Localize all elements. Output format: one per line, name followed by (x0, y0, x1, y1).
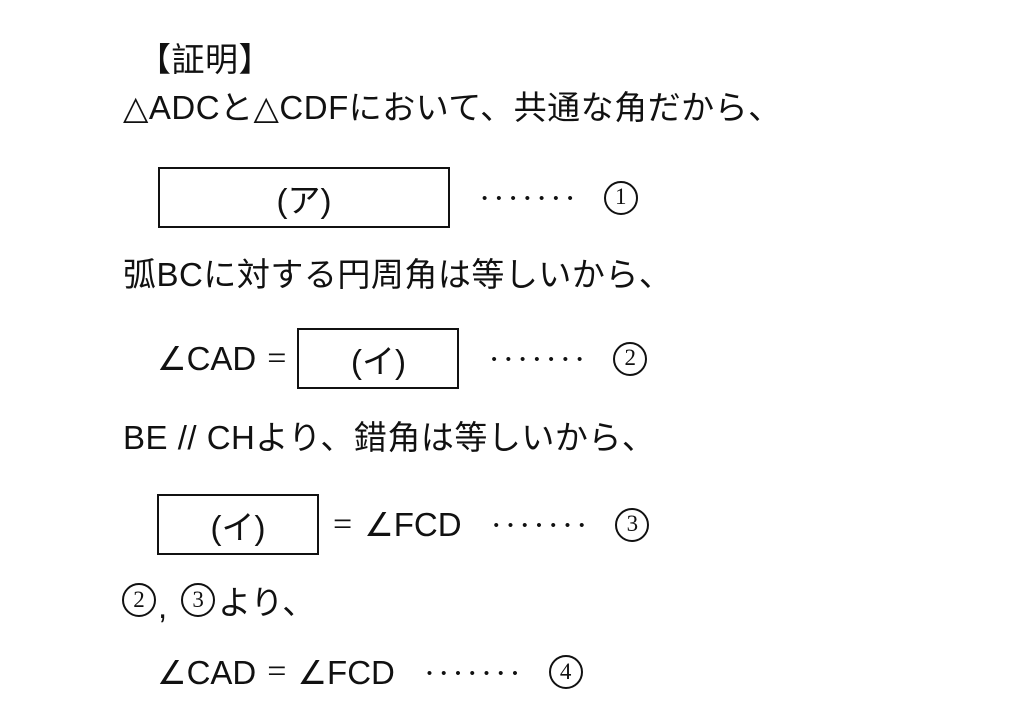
leader-dots: ••••••• (493, 517, 594, 534)
equals-sign: = (267, 653, 287, 690)
proof-step-2: ∠CAD = (イ) ••••••• 2 (157, 328, 648, 389)
proof-refs-line: 2 , 3 より、 (122, 581, 315, 623)
proof-step-3: (イ) = ∠FCD ••••••• 3 (157, 494, 650, 555)
step-4-lhs: ∠CAD (157, 653, 257, 691)
leader-dots: ••••••• (426, 664, 527, 682)
step-3-rhs: ∠FCD (364, 506, 462, 543)
proof-arc-line: 弧BCに対する円周角は等しいから、 (123, 256, 673, 293)
proof-step-1: (ア) ••••••• 1 (158, 167, 638, 228)
answer-box-a: (ア) (158, 167, 450, 228)
step-2-lhs: ∠CAD (157, 340, 257, 377)
answer-box-i-label: (イ) (350, 342, 406, 380)
refs-tail-text: より、 (218, 584, 316, 621)
proof-step-4: ∠CAD = ∠FCD ••••••• 4 (157, 651, 583, 693)
circled-number-2: 2 (613, 341, 648, 376)
circled-number-1: 1 (603, 180, 638, 215)
leader-dots: ••••••• (482, 190, 582, 207)
circled-number-3: 3 (615, 507, 650, 542)
proof-parallel-line: BE // CHより、錯角は等しいから、 (123, 419, 656, 456)
proof-intro-line: △ADCと△CDFにおいて、共通な角だから、 (123, 89, 782, 126)
circled-number-3: 3 (181, 583, 216, 617)
circled-number-2: 2 (122, 583, 156, 617)
answer-box-a-label: (ア) (276, 181, 332, 219)
circled-number-4: 4 (548, 655, 583, 689)
refs-comma: , (158, 588, 168, 625)
leader-dots: ••••••• (491, 351, 592, 368)
equals-sign: = (333, 505, 353, 543)
answer-box-i: (イ) (157, 494, 319, 555)
answer-box-i-label: (イ) (210, 508, 266, 546)
proof-heading: 【証明】 (138, 41, 272, 78)
answer-box-i: (イ) (297, 328, 460, 389)
equals-sign: = (267, 339, 287, 377)
step-4-rhs: ∠FCD (297, 653, 395, 691)
